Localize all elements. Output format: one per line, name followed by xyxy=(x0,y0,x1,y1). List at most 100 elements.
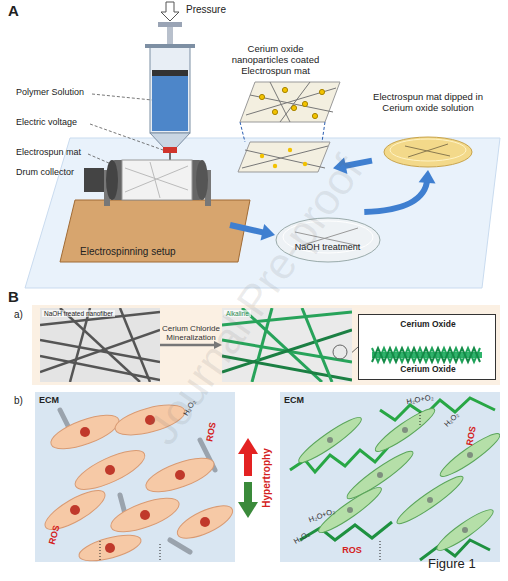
fiber xyxy=(270,82,290,122)
nanoparticle xyxy=(273,164,277,168)
coated-mat-node: Cerium oxide nanoparticles coated Electr… xyxy=(218,44,333,182)
cell xyxy=(142,451,218,498)
zoom-circle xyxy=(333,345,347,359)
plunger xyxy=(158,22,182,27)
nanofiber xyxy=(60,308,140,382)
node-text: Electrospinning setup xyxy=(80,246,230,258)
node-text: NaOH treated nanofiber xyxy=(42,310,115,317)
nucleus xyxy=(402,427,408,433)
syringe xyxy=(145,2,195,162)
nanoparticle xyxy=(288,148,292,152)
base-board xyxy=(60,200,250,262)
ecm-panel xyxy=(280,392,500,562)
cell xyxy=(70,443,149,497)
syringe-flange xyxy=(145,44,195,48)
fiber xyxy=(246,88,336,115)
up-arrow xyxy=(238,438,258,454)
syringe-cone xyxy=(150,133,190,148)
node-text: Electrospun mat dipped in Cerium oxide s… xyxy=(372,92,484,114)
nucleus xyxy=(105,465,115,475)
inset-fill xyxy=(358,314,496,380)
ros-arrow xyxy=(420,410,421,425)
cell xyxy=(107,491,183,538)
petri-dish xyxy=(384,137,472,167)
node-text: ECM xyxy=(284,395,324,405)
drum xyxy=(112,160,202,200)
nucleus xyxy=(80,427,90,437)
nucleus xyxy=(140,510,150,520)
dish-rim xyxy=(390,139,466,161)
healthy-cell xyxy=(290,398,500,560)
node-text: Cerium oxide nanoparticles coated Electr… xyxy=(218,44,333,77)
nucleus xyxy=(70,505,80,515)
flow-arrow xyxy=(352,347,358,352)
leader-line xyxy=(90,124,163,150)
panel-letter: A xyxy=(8,3,19,20)
cell xyxy=(433,505,497,555)
ros-arrow xyxy=(100,540,101,560)
crystal-spikes xyxy=(372,348,480,362)
part-label: Polymer Solution xyxy=(16,88,84,98)
up-arrow xyxy=(244,452,252,476)
ecm-panel-node: ECM xyxy=(280,392,500,562)
nucleus xyxy=(462,527,468,533)
flow-arrow xyxy=(364,170,435,212)
hypertrophy-label: Hypertrophy xyxy=(261,448,272,507)
nanoparticle xyxy=(259,94,264,99)
fiber-rod xyxy=(170,540,190,552)
syringe-barrel xyxy=(150,45,190,133)
nanoparticle xyxy=(272,109,277,114)
down-arrow xyxy=(238,502,258,518)
ecm-panel-node: ECM xyxy=(35,392,235,562)
nucleus xyxy=(105,543,115,553)
nanofiber xyxy=(40,330,160,372)
ceria-fiber xyxy=(300,522,392,540)
ros-arrow xyxy=(160,542,161,560)
ros-label: ROS xyxy=(342,546,362,556)
part-label: Pressure xyxy=(186,4,226,15)
crystal-spikes xyxy=(372,348,480,362)
figure-caption: Figure 1 xyxy=(428,557,476,571)
nanoparticle xyxy=(260,154,264,158)
nucleus xyxy=(467,452,473,458)
polymer-solution xyxy=(152,75,188,131)
nanoparticle xyxy=(282,87,287,92)
subpanel-letter: b) xyxy=(14,395,23,406)
nanofiber xyxy=(70,308,90,382)
ceria-fiber xyxy=(380,398,495,420)
ecm-panel xyxy=(35,392,500,562)
fiber xyxy=(125,166,188,192)
setup-node: Electrospinning setup xyxy=(55,140,230,265)
drum-collector xyxy=(60,160,250,262)
cell xyxy=(173,499,235,544)
piston xyxy=(152,70,188,76)
coated-mat xyxy=(240,82,340,122)
fiber-image-node: NaOH treated nanofiber xyxy=(40,308,160,382)
inset-box: Cerium OxideCerium Oxide xyxy=(358,314,496,380)
subpanel-letter: a) xyxy=(14,309,23,320)
leader-line xyxy=(92,94,152,100)
cerium-oxide-crystal xyxy=(372,348,482,362)
electrode-ring xyxy=(163,147,177,153)
nucleus xyxy=(200,517,210,527)
nanoparticle xyxy=(319,89,324,94)
nucleus xyxy=(347,507,353,513)
dish-node: Electrospun mat dipped in Cerium oxide s… xyxy=(372,92,484,170)
connector-line xyxy=(230,225,266,233)
cell xyxy=(343,446,417,503)
part-label: Electric voltage xyxy=(16,118,77,128)
edge-label: Cerium Chloride Mineralization xyxy=(160,324,222,342)
drum-end xyxy=(196,160,208,200)
zoom-line xyxy=(322,122,325,142)
node-text: Cerium Oxide xyxy=(359,320,497,330)
cell xyxy=(77,530,144,562)
panel-letter: B xyxy=(8,289,19,306)
hypertrophy-arrows xyxy=(238,438,258,518)
zoom-line xyxy=(240,122,245,142)
node-text: ECM xyxy=(39,395,79,405)
arrow-head xyxy=(419,170,436,184)
cell xyxy=(371,404,438,457)
motor xyxy=(84,168,104,192)
nanoparticle xyxy=(302,101,307,106)
